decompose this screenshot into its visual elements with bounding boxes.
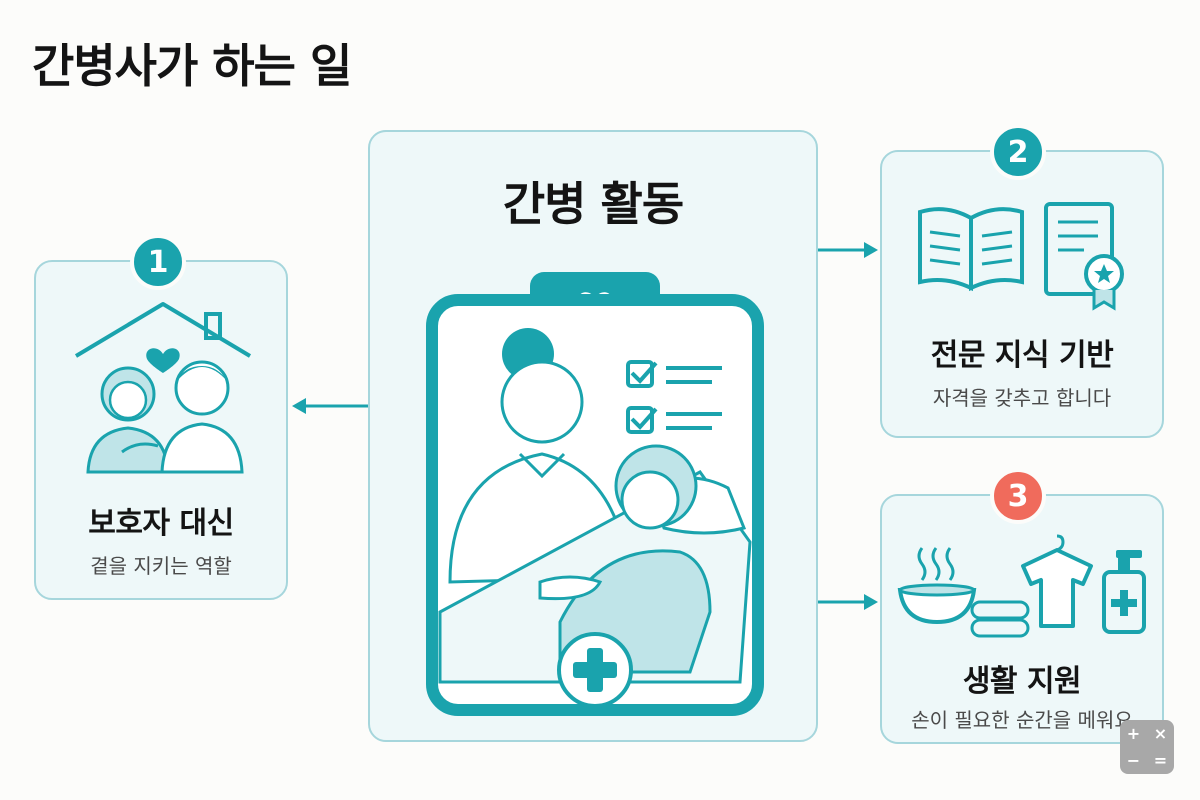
- shirt-icon: [1021, 534, 1093, 628]
- equals-sign: =: [1153, 751, 1168, 770]
- pump-bottle-icon: [1102, 550, 1146, 634]
- book-icon: [918, 207, 1024, 292]
- card-expertise: 전문 지식 기반 자격을 갖추고 합니다: [880, 150, 1164, 438]
- plus-sign: +: [1126, 724, 1141, 743]
- clipboard-icon: [426, 272, 764, 716]
- card-title: 보호자 대신: [88, 506, 234, 541]
- card-subtitle: 곁을 지키는 역할: [90, 554, 232, 578]
- calculator-widget[interactable]: + × − =: [1120, 720, 1174, 774]
- card-title: 전문 지식 기반: [930, 338, 1114, 373]
- times-sign: ×: [1153, 724, 1168, 743]
- card-subtitle: 손이 필요한 순간을 메워요: [911, 708, 1133, 732]
- step-badge-3: 3: [990, 468, 1046, 524]
- minus-sign: −: [1126, 751, 1141, 770]
- towel-icon: [970, 600, 1030, 638]
- card-guardian: 보호자 대신 곁을 지키는 역할: [34, 260, 288, 600]
- arrow-to-card-3: [818, 594, 878, 610]
- certificate-icon: [1044, 202, 1124, 311]
- house-heart-icon: [74, 302, 252, 474]
- card-subtitle: 자격을 갖추고 합니다: [932, 386, 1112, 410]
- center-title: 간병 활동: [502, 177, 684, 231]
- card-title: 생활 지원: [962, 664, 1082, 699]
- card-care-activity: 간병 활동: [368, 130, 818, 742]
- arrow-to-card-2: [818, 242, 878, 258]
- step-badge-1: 1: [130, 234, 186, 290]
- card-daily-support: 생활 지원 손이 필요한 순간을 메워요: [880, 494, 1164, 744]
- bowl-icon: [897, 547, 977, 625]
- page-title: 간병사가 하는 일: [32, 39, 352, 93]
- arrow-to-card-1: [292, 398, 368, 414]
- step-badge-2: 2: [990, 124, 1046, 180]
